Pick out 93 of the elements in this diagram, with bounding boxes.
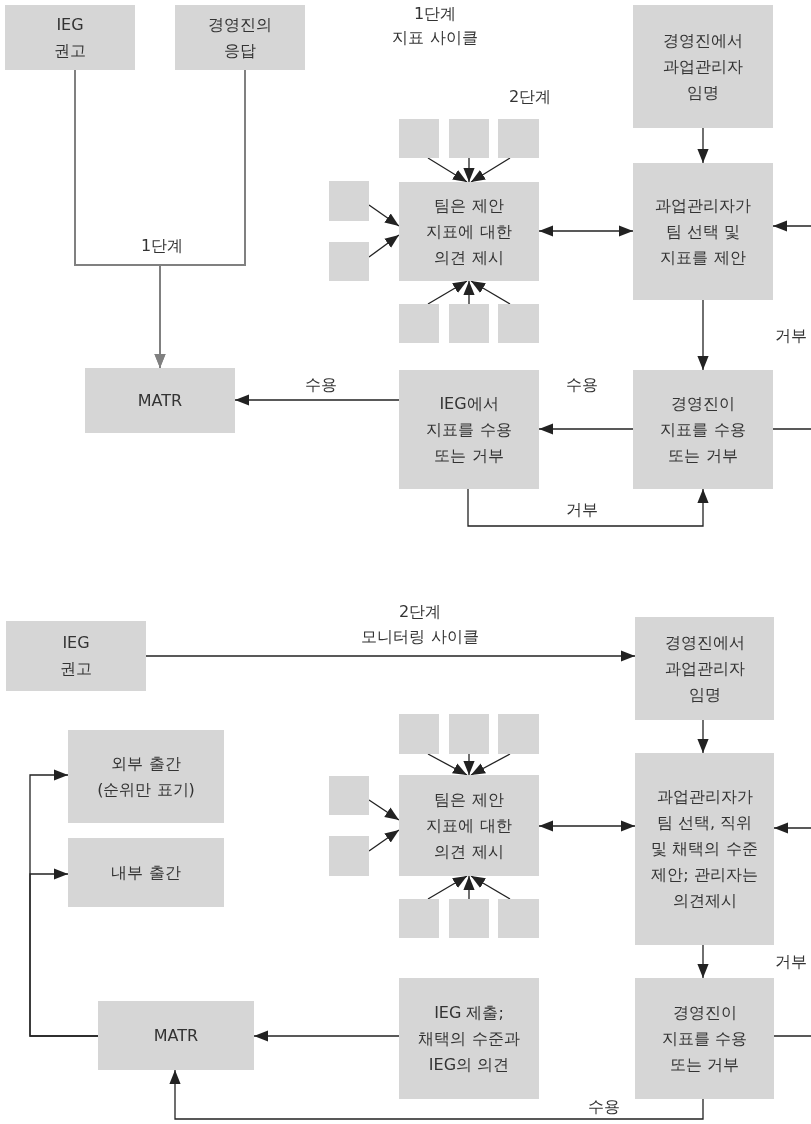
- empty-box: [329, 836, 369, 876]
- box-text: 과업관리자가 팀 선택, 직위 및 채택의 수준 제안; 관리자는 의견제시: [650, 786, 759, 912]
- process-box: [175, 5, 305, 70]
- box-text: 경영진에서 과업관리자 임명: [663, 631, 746, 706]
- section-heading: 지표 사이클: [391, 27, 479, 49]
- branch-label: 거부: [774, 952, 808, 972]
- empty-box: [449, 304, 489, 343]
- arrow: [234, 394, 400, 406]
- process-box: [633, 163, 773, 300]
- arrow: [427, 875, 468, 900]
- arrow: [538, 423, 634, 435]
- box-text: IEG 권고: [53, 13, 87, 62]
- empty-box: [399, 899, 439, 938]
- process-box: [6, 621, 146, 691]
- process-box: [635, 753, 774, 945]
- arrow: [772, 220, 811, 232]
- edge-label: 거부: [566, 500, 598, 520]
- box-text: 경영진에서 과업관리자 임명: [662, 29, 744, 104]
- arrow: [697, 719, 709, 754]
- process-box: [399, 978, 539, 1099]
- arrow: [463, 753, 475, 776]
- box-text: IEG 권고: [59, 632, 93, 680]
- process-box: [5, 5, 135, 70]
- empty-box: [329, 181, 369, 221]
- arrow: [368, 204, 400, 227]
- box-text: 경영진이 지표를 수용 또는 거부: [660, 1001, 749, 1076]
- arrow: [253, 1030, 400, 1042]
- arrow: [463, 875, 475, 900]
- step-label: 2단계: [507, 87, 553, 107]
- box-text: 팀은 제안 지표에 대한 의견 제시: [425, 194, 513, 269]
- arrow: [773, 822, 811, 834]
- box-text: 외부 출간 (순위만 표기): [96, 752, 196, 801]
- box-text: 과업관리자가 팀 선택 및 지표를 제안: [654, 194, 752, 269]
- process-box: [68, 730, 224, 823]
- arrow: [427, 280, 468, 305]
- edge-label: 수용: [588, 1097, 620, 1117]
- process-box: [399, 775, 539, 876]
- box-text: MATR: [137, 389, 183, 412]
- process-box: [635, 978, 774, 1099]
- empty-box: [498, 304, 539, 343]
- box-text: IEG에서 지표를 수용 또는 거부: [425, 392, 513, 467]
- empty-box: [449, 899, 489, 938]
- arrow: [470, 157, 511, 183]
- arrow: [697, 299, 709, 371]
- process-box: [633, 5, 773, 128]
- process-box: [85, 368, 235, 433]
- empty-box: [399, 714, 439, 754]
- empty-box: [498, 119, 539, 158]
- branch-label: 거부: [774, 326, 808, 346]
- box-text: IEG 제출; 채택의 수준과 IEG의 의견: [417, 1001, 521, 1076]
- section-heading: 2단계: [397, 601, 443, 623]
- edge-label: 수용: [305, 375, 337, 395]
- arrow: [29, 868, 99, 1037]
- arrow: [427, 753, 468, 776]
- arrow: [368, 799, 400, 821]
- box-text: 내부 출간: [111, 861, 181, 884]
- arrow: [697, 127, 709, 164]
- empty-box: [399, 119, 439, 158]
- arrow: [368, 234, 400, 258]
- box-text: 경영진의 응답: [207, 13, 273, 62]
- process-box: [399, 370, 539, 489]
- edge-label: 1단계: [141, 236, 184, 256]
- arrow: [697, 944, 709, 979]
- empty-box: [449, 714, 489, 754]
- box-text: 팀은 제안 지표에 대한 의견 제시: [425, 788, 513, 863]
- arrow: [463, 280, 475, 305]
- section-heading: 1단계: [412, 3, 458, 25]
- empty-box: [498, 714, 539, 754]
- process-box: [68, 838, 224, 907]
- arrow: [427, 157, 468, 183]
- section-heading: 모니터링 사이클: [360, 626, 480, 648]
- arrow: [470, 280, 511, 305]
- arrow: [368, 829, 400, 852]
- empty-box: [399, 304, 439, 343]
- box-text: 경영진이 지표를 수용 또는 거부: [659, 392, 747, 467]
- empty-box: [449, 119, 489, 158]
- edge-label: 수용: [566, 375, 598, 395]
- arrow: [169, 1069, 704, 1120]
- empty-box: [329, 242, 369, 281]
- box-text: MATR: [153, 1024, 199, 1047]
- process-box: [635, 617, 774, 720]
- arrow: [463, 157, 475, 183]
- empty-box: [329, 776, 369, 815]
- arrow: [470, 753, 511, 776]
- arrow: [538, 225, 634, 237]
- arrow: [538, 820, 636, 832]
- process-box: [633, 370, 773, 489]
- empty-box: [498, 899, 539, 938]
- arrow: [145, 650, 636, 662]
- process-box: [399, 182, 539, 281]
- process-box: [98, 1001, 254, 1070]
- arrow: [467, 488, 709, 527]
- arrow: [470, 875, 511, 900]
